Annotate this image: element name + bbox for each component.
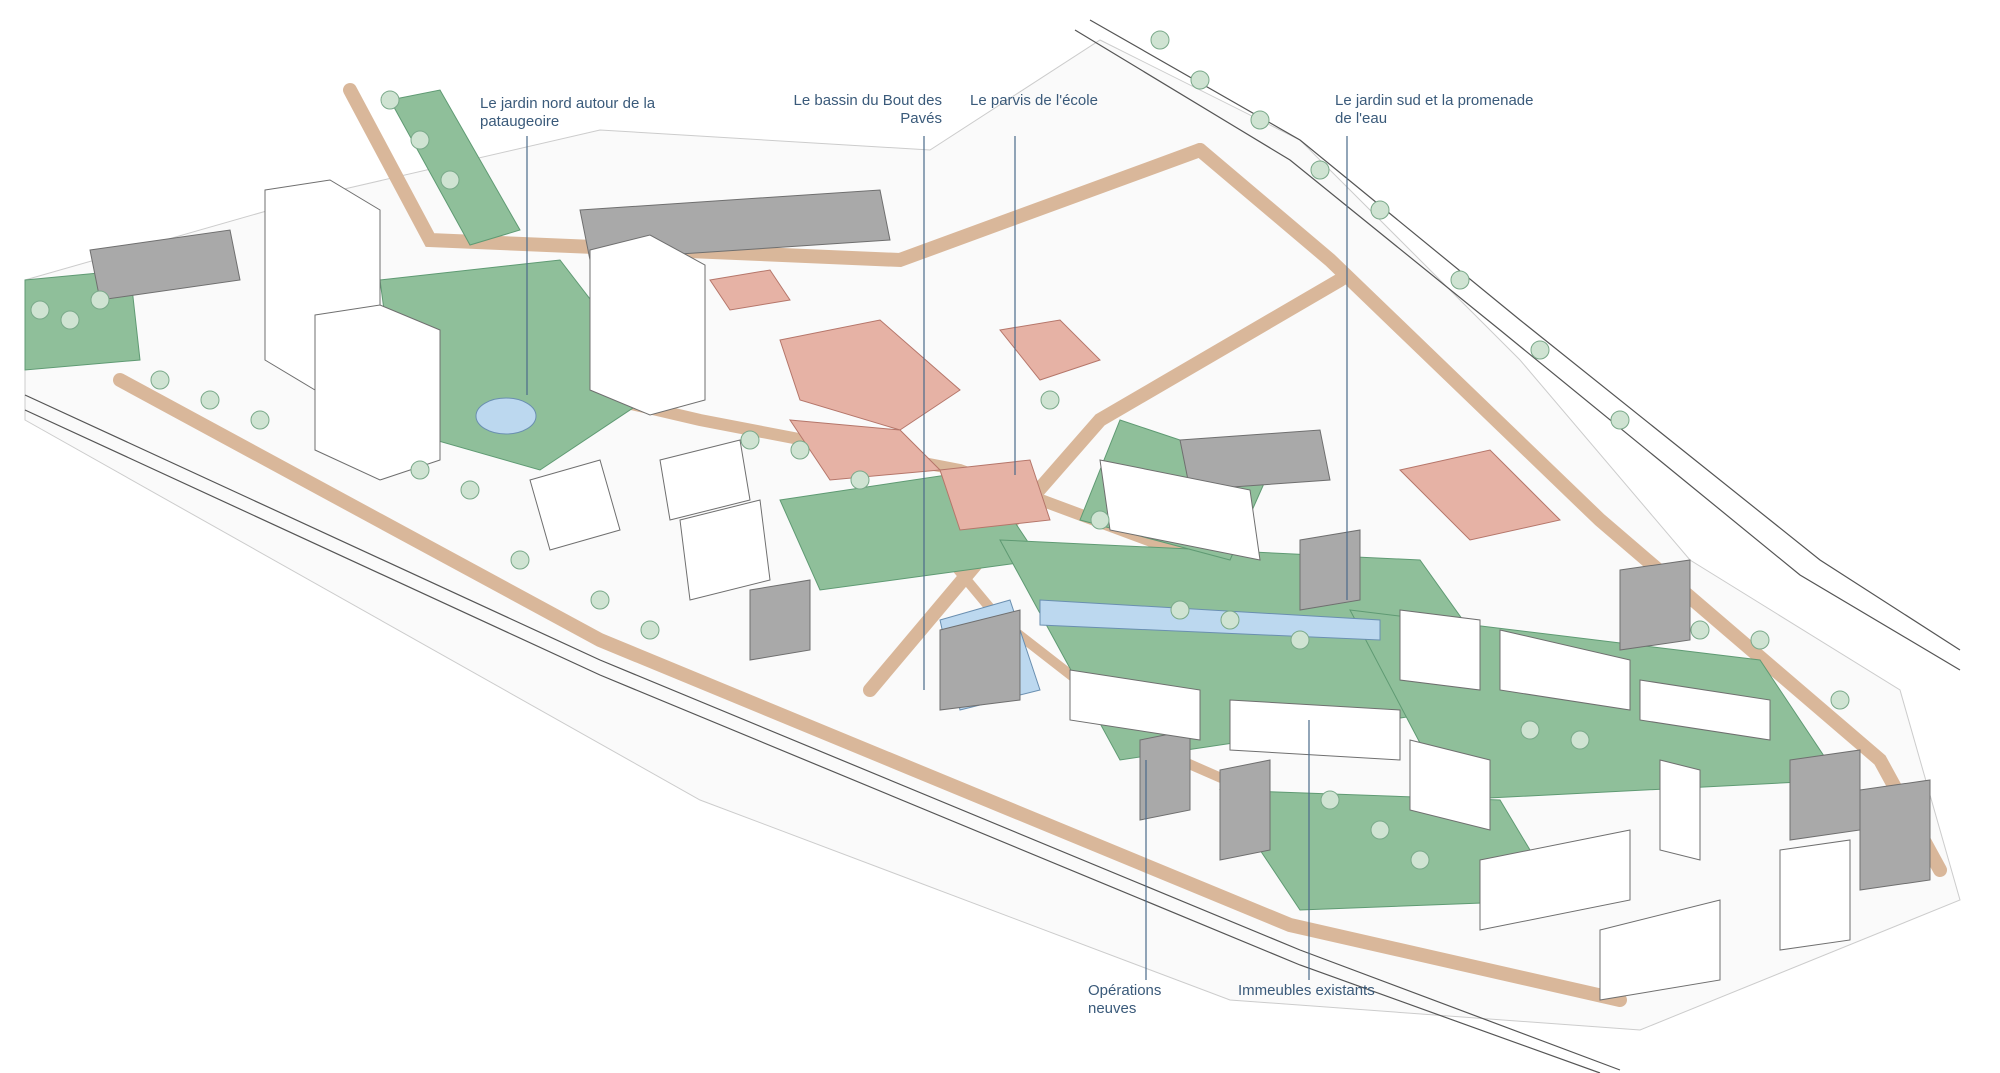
new-buildings [264, 179, 1851, 1001]
existing-buildings [89, 189, 1931, 891]
trees [30, 30, 1850, 870]
streets [24, 19, 1961, 1073]
label-bassin-line-1: Le bassin du Bout des [793, 92, 942, 109]
label-parvis: Le parvis de l'école [970, 92, 1098, 110]
label-immeubles-line-1: Immeubles existants [1238, 982, 1375, 999]
label-jardin-nord: Le jardin nord autour de la pataugeoire [480, 95, 655, 131]
label-bassin: Le bassin du Bout des Pavés [780, 92, 942, 128]
label-operations-line-2: neuves [1088, 1000, 1137, 1017]
pataugeoire-pool [475, 397, 537, 435]
label-operations: Opérations neuves [1088, 982, 1161, 1018]
school-buildings [709, 269, 1561, 541]
leader-lines [526, 136, 1348, 980]
label-jardin-sud-line-1: Le jardin sud et la promenade [1335, 92, 1534, 109]
water-promenade [1039, 599, 1381, 641]
label-bassin-line-2: Pavés [900, 110, 942, 127]
tower-2 [314, 304, 441, 481]
garden-row-north [389, 89, 521, 246]
label-operations-line-1: Opérations [1088, 982, 1162, 999]
label-jardin-nord-line-1: Le jardin nord autour de la [480, 95, 656, 112]
tower-3 [589, 234, 706, 416]
label-jardin-sud: Le jardin sud et la promenade de l'eau [1335, 92, 1533, 128]
label-jardin-sud-line-2: de l'eau [1335, 110, 1388, 127]
label-parvis-line-1: Le parvis de l'école [970, 92, 1098, 109]
label-immeubles: Immeubles existants [1238, 982, 1375, 1000]
label-jardin-nord-line-2: pataugeoire [480, 113, 560, 130]
